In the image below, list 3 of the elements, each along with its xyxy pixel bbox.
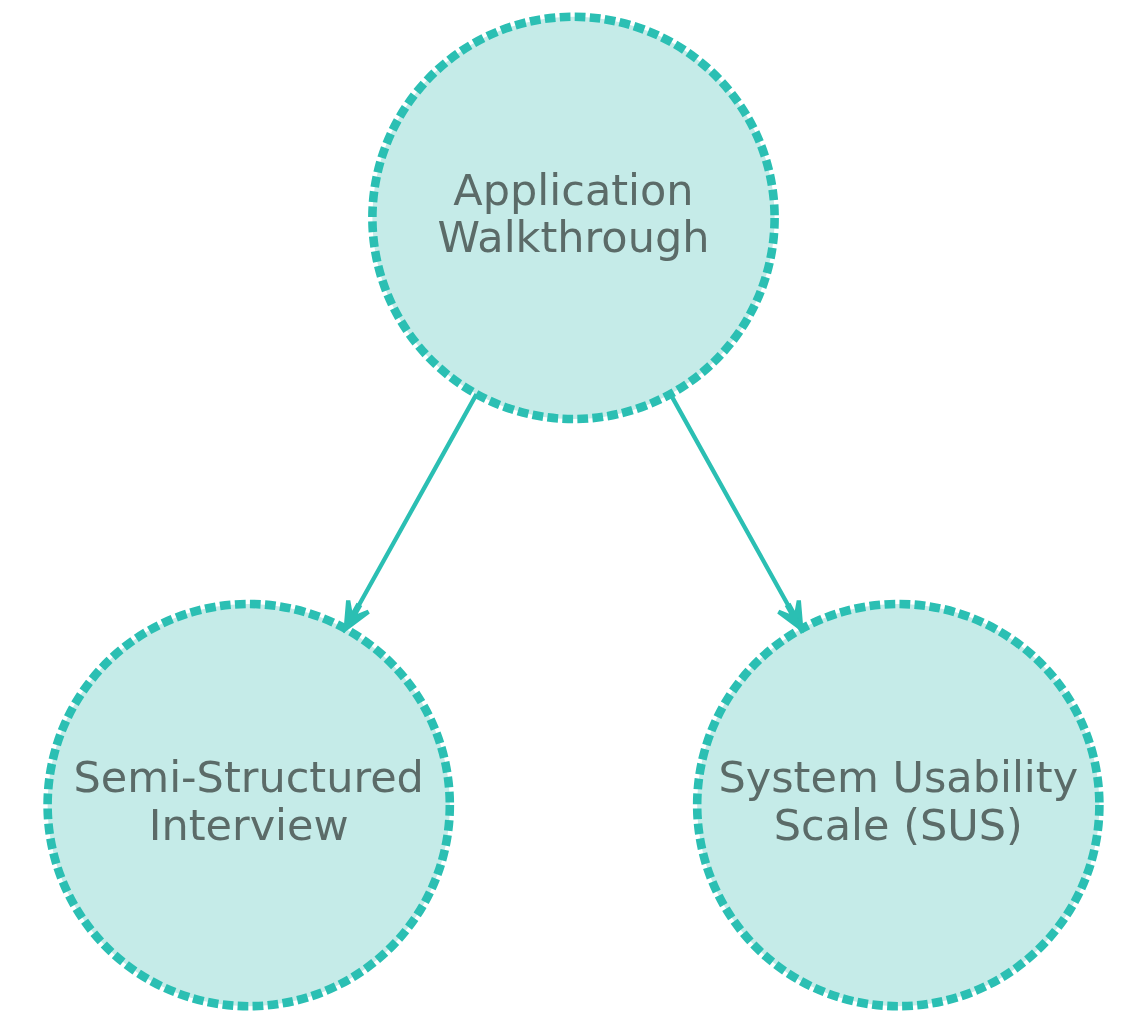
node-circle: Application Walkthrough (368, 12, 779, 424)
arrow (343, 393, 479, 631)
arrow (668, 393, 804, 631)
